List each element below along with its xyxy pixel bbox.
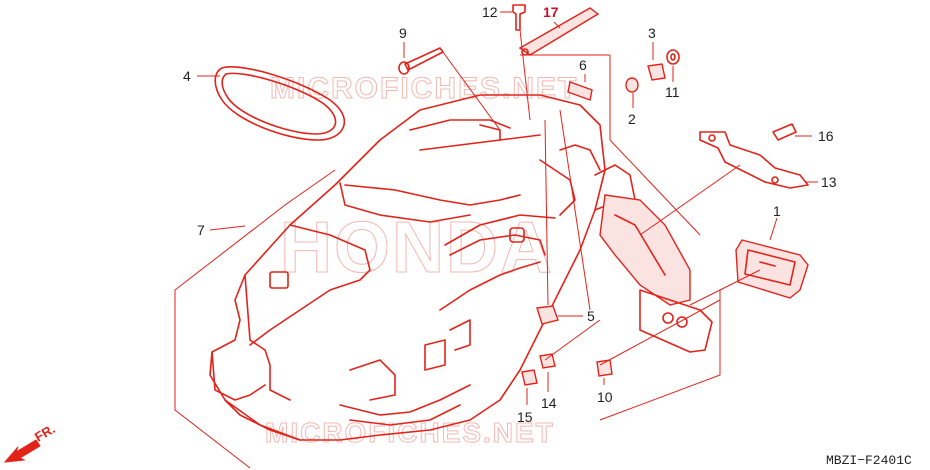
- callout-11: 11: [665, 84, 680, 100]
- callout-10: 10: [597, 389, 613, 405]
- part-17-strap: [518, 7, 600, 56]
- callout-13: 13: [821, 174, 837, 190]
- outline-frame: [174, 54, 721, 469]
- front-arrow-icon: [3, 439, 41, 463]
- callout-numbers: 1 2 3 4 5 6 7 9 10 11 12 13 14 15 16 17: [183, 4, 837, 425]
- callout-17: 17: [543, 4, 559, 20]
- leader-lines: [197, 11, 818, 405]
- part-10-nut: [596, 359, 613, 377]
- part-5-nut: [536, 305, 559, 325]
- part-6-grommet: [567, 81, 593, 101]
- callout-15: 15: [517, 409, 533, 425]
- callout-1: 1: [773, 203, 781, 219]
- callout-2: 2: [628, 111, 636, 127]
- diagram-code: MBZI−F2401C: [826, 453, 912, 468]
- part-2-screw: [625, 77, 639, 93]
- part-16-bolt: [772, 123, 797, 141]
- part-4-band: [214, 66, 346, 141]
- callout-16: 16: [818, 128, 834, 144]
- callout-5: 5: [587, 308, 595, 324]
- license-bracket: [599, 194, 713, 353]
- watermark-center: HONDA: [280, 208, 554, 288]
- callout-3: 3: [648, 25, 656, 41]
- callout-12: 12: [482, 4, 498, 20]
- callout-14: 14: [541, 395, 557, 411]
- part-11-washer: [666, 49, 680, 65]
- watermark-top: MICROFICHES.NET: [270, 72, 578, 105]
- part-14-nut: [539, 353, 556, 369]
- callout-9: 9: [399, 25, 407, 41]
- part-12-bolt: [512, 4, 526, 31]
- front-direction-indicator: FR.: [3, 421, 58, 463]
- part-1-reflector: [735, 239, 809, 299]
- callout-7: 7: [197, 222, 205, 238]
- callout-6: 6: [579, 57, 587, 73]
- part-7-rear-fender: [209, 94, 641, 441]
- part-9-bolt: [398, 47, 444, 75]
- part-3-collar: [647, 63, 666, 81]
- part-13-plate: [699, 131, 809, 189]
- callout-4: 4: [183, 68, 191, 84]
- part-15-nut: [521, 369, 538, 386]
